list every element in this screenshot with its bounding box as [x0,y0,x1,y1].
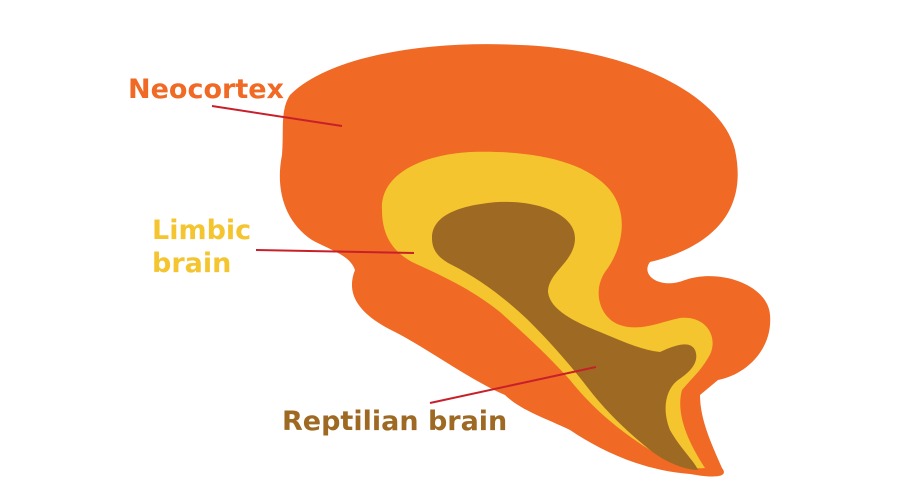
limbic-label-line1: Limbic [152,215,252,246]
neocortex-label: Neocortex [128,74,284,105]
reptilian-region [432,201,698,470]
reptilian-leader-line [429,366,597,404]
reptilian-brain-label: Reptilian brain [282,406,508,437]
neocortex-leader-line [211,105,343,127]
limbic-label-line2: brain [152,248,232,279]
limbic-leader-line [255,249,415,254]
limbic-brain-label: Limbic brain [152,214,251,280]
